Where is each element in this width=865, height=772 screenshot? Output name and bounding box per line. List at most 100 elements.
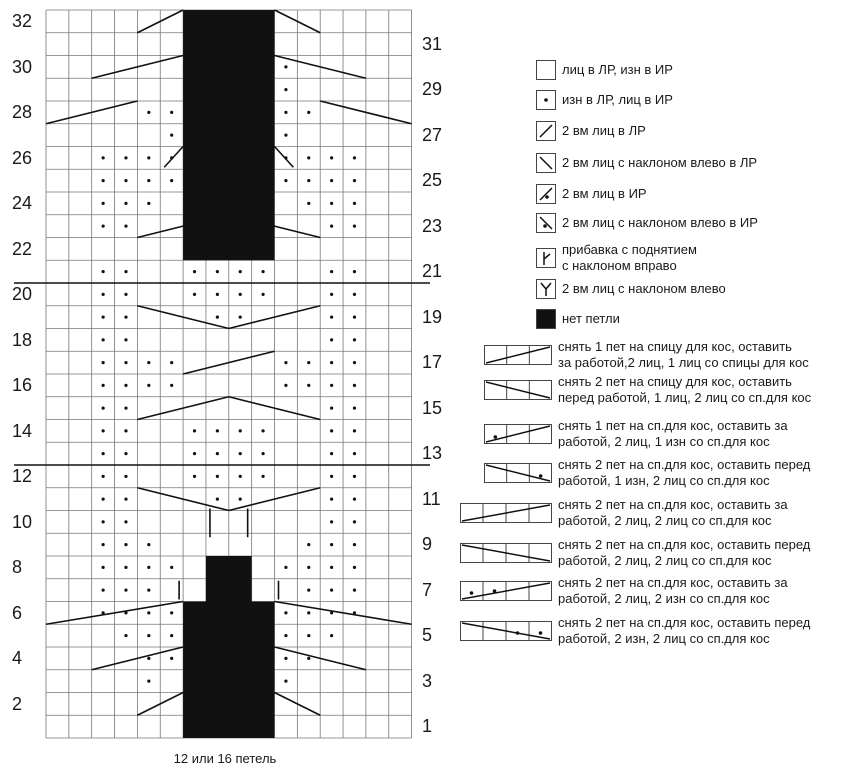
purl-dot: [352, 156, 357, 160]
purl-dot: [147, 201, 151, 205]
legend-item-c3-back-purl: снять 1 пет на сп.для кос, оставить за р…: [484, 418, 788, 450]
purl-dot: [261, 270, 265, 274]
purl-dot: [215, 65, 219, 69]
purl-dot: [170, 634, 174, 638]
purl-dot: [307, 588, 311, 592]
legend-item-no-stitch: нет петли: [536, 309, 620, 334]
purl-dot: [330, 383, 334, 387]
purl-dot: [215, 88, 219, 92]
legend-label: снять 2 пет на сп.для кос, оставить за р…: [558, 575, 788, 606]
purl-dot: [307, 634, 311, 638]
purl-dot: [170, 656, 174, 660]
purl-dot: [352, 383, 357, 387]
purl-dot: [101, 179, 105, 183]
legend-label: снять 2 пет на спицу для кос, оставить п…: [558, 374, 812, 405]
purl-dot: [284, 133, 288, 137]
cable-line: [137, 304, 229, 330]
purl-dot: [192, 292, 197, 296]
purl-dot: [170, 361, 174, 365]
purl-dot: [147, 565, 151, 569]
row-number-right: 5: [422, 625, 433, 646]
purl-dot: [147, 679, 151, 683]
purl-dot: [170, 110, 174, 114]
purl-dot: [124, 611, 128, 615]
purl-dot: [124, 156, 128, 160]
legend-label: 2 вм лиц с наклоном влево: [562, 281, 726, 296]
purl-dot: [330, 406, 334, 410]
purl-dot: [307, 565, 311, 569]
purl-dot: [330, 156, 334, 160]
cable-line: [137, 395, 229, 421]
purl-dot: [261, 452, 265, 456]
legend-item-c4-back: снять 2 пет на сп.для кос, оставить за р…: [460, 497, 788, 529]
legend-label: изн в ЛР, лиц в ИР: [562, 92, 673, 107]
ssk-rs-symbol-icon: [536, 153, 556, 178]
purl-dot: [352, 361, 357, 365]
purl-dot: [101, 156, 105, 160]
cable-line: [228, 304, 321, 330]
purl-dot: [330, 565, 334, 569]
row-number-right: 21: [422, 261, 443, 282]
purl-dot: [307, 611, 311, 615]
purl-dot: [352, 611, 357, 615]
purl-dot: [101, 543, 105, 547]
m1r-symbol-icon: [536, 248, 556, 273]
c4-back-purl-symbol-icon: [460, 581, 552, 606]
purl-dot: [352, 588, 357, 592]
legend-item-ssk-rs: 2 вм лиц с наклоном влево в ЛР: [536, 153, 758, 178]
legend-item-k2tog-left: 2 вм лиц с наклоном влево: [536, 279, 726, 304]
purl-dot: [352, 179, 357, 183]
cable-line: [274, 646, 367, 671]
row-number-left: 8: [12, 557, 23, 577]
purl-dot: [192, 270, 197, 274]
cable-line: [137, 9, 184, 34]
row-number-right: 27: [422, 124, 443, 145]
row-number-left: 26: [12, 147, 33, 168]
purl-dot: [330, 520, 334, 524]
purl-dot: [330, 292, 334, 296]
purl-dot: [238, 429, 242, 433]
purl-dot: [352, 452, 357, 456]
c3-back-symbol-icon: [484, 345, 552, 370]
legend-item-k2tog-ws: 2 вм лиц в ИР: [536, 184, 647, 209]
purl-dot: [284, 179, 288, 183]
purl-dot: [330, 361, 334, 365]
purl-dot: [238, 315, 242, 319]
c3-back-purl-symbol-icon: [484, 424, 552, 449]
purl-dot: [330, 452, 334, 456]
purl-dot: [170, 383, 174, 387]
no-stitch-area: [183, 601, 275, 738]
purl-dot: [101, 497, 105, 501]
purl-dot: [284, 88, 288, 92]
purl-dot: [330, 201, 334, 205]
purl-dot: [101, 315, 105, 319]
purl-dot: [124, 201, 128, 205]
legend-item-knit: лиц в ЛР, изн в ИР: [536, 60, 673, 85]
purl-dot: [284, 611, 288, 615]
purl-dot: [170, 179, 174, 183]
purl-dot: [352, 565, 357, 569]
cable-line: [228, 213, 321, 239]
legend-item-c4-front-purl: снять 2 пет на сп.для кос, оставить пере…: [460, 615, 810, 647]
row-number-right: 13: [422, 443, 443, 464]
knit-symbol-icon: [536, 60, 556, 85]
no-stitch-area: [205, 556, 252, 602]
cable-line: [137, 213, 229, 239]
legend-label: лиц в ЛР, изн в ИР: [562, 62, 673, 77]
legend-label: 2 вм лиц с наклоном влево в ЛР: [562, 155, 758, 170]
legend-item-c3-back: снять 1 пет на спицу для кос, оставить з…: [484, 339, 809, 371]
purl-dot: [147, 361, 151, 365]
purl-dot: [284, 565, 288, 569]
purl-dot: [238, 452, 242, 456]
purl-dot: [215, 474, 219, 478]
row-number-left: 18: [12, 329, 33, 350]
purl-dot: [238, 497, 242, 501]
purl-dot: [352, 270, 357, 274]
purl-dot: [124, 520, 128, 524]
purl-dot: [124, 452, 128, 456]
row-number-left: 10: [12, 511, 33, 532]
cable-line: [274, 600, 412, 626]
purl-dot: [352, 224, 357, 228]
purl-dot: [352, 429, 357, 433]
cable-line: [274, 9, 321, 34]
